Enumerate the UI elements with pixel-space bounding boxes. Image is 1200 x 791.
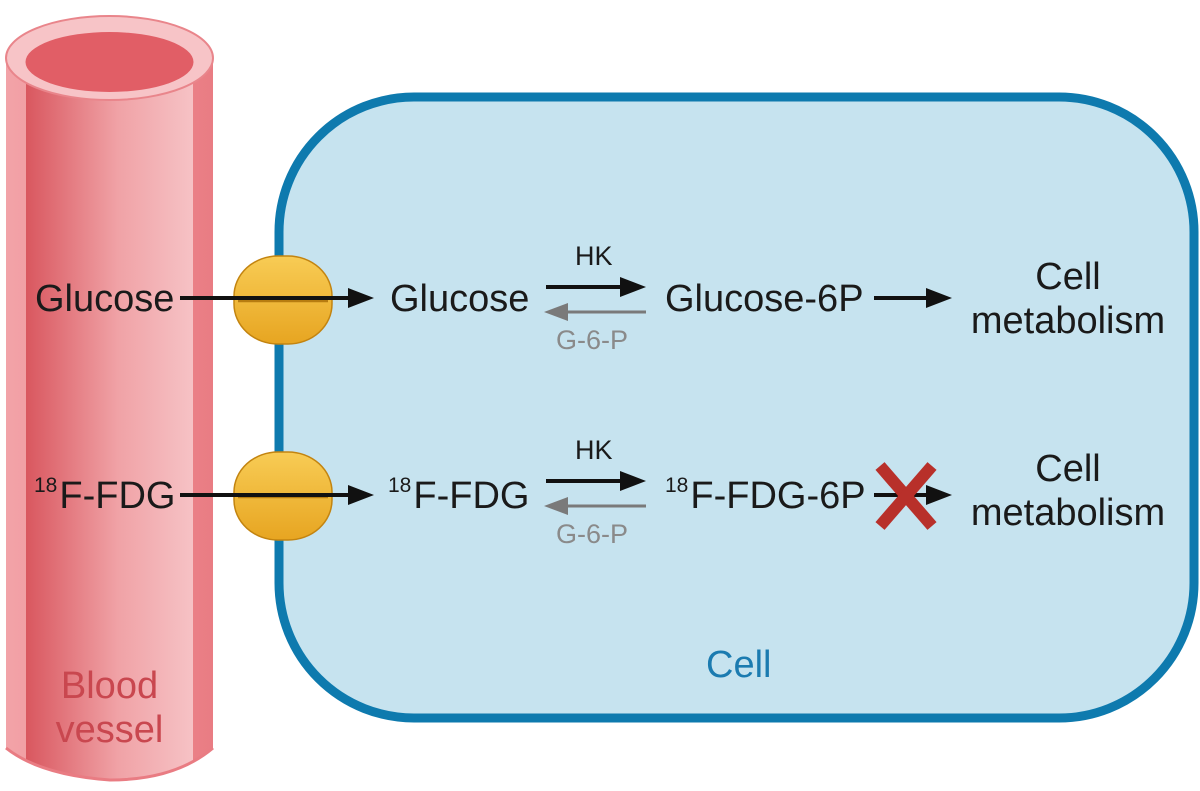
row1-metabolism-arrow bbox=[874, 288, 952, 308]
row2-product-isotope: 18 bbox=[665, 474, 689, 497]
row2-outside-text: F-FDG bbox=[59, 475, 176, 517]
row2-reverse-enzyme: G-6-P bbox=[556, 519, 629, 549]
row1-inside-label: Glucose bbox=[390, 278, 530, 320]
row2-fate-label: Cell metabolism bbox=[963, 447, 1173, 535]
row2-outside-label: 18F-FDG bbox=[34, 474, 176, 517]
row2-inside-label: 18F-FDG bbox=[388, 474, 530, 517]
blood-vessel bbox=[5, 15, 214, 791]
row1-reverse-enzyme: G-6-P bbox=[556, 325, 629, 355]
row1-fate-line1: Cell bbox=[1035, 256, 1101, 298]
vessel-label: Blood vessel bbox=[26, 664, 193, 752]
row2-outside-isotope: 18 bbox=[34, 474, 58, 497]
row1-influx-arrow bbox=[180, 288, 374, 308]
row1-product-label: Glucose-6P bbox=[665, 278, 864, 320]
row2-hk-arrow bbox=[546, 471, 646, 491]
row2-inside-text: F-FDG bbox=[413, 475, 530, 517]
row1-fate-label: Cell metabolism bbox=[963, 255, 1173, 343]
row2-product-text: F-FDG-6P bbox=[690, 475, 866, 517]
row2-fate-line2: metabolism bbox=[970, 492, 1166, 535]
cell-body bbox=[274, 92, 1199, 723]
row1-g6p-arrow bbox=[544, 303, 646, 321]
block-x-icon bbox=[875, 462, 937, 530]
row2-fate-line1: Cell bbox=[1035, 448, 1101, 490]
row2-inside-isotope: 18 bbox=[388, 474, 412, 497]
cell-label: Cell bbox=[706, 644, 772, 686]
row1-outside-label: Glucose bbox=[35, 278, 175, 320]
vessel-label-line2: vessel bbox=[55, 709, 164, 752]
row1-fate-line2: metabolism bbox=[970, 300, 1166, 343]
row2-product-label: 18F-FDG-6P bbox=[665, 474, 866, 517]
row2-forward-enzyme: HK bbox=[575, 435, 613, 465]
vessel-label-line1: Blood bbox=[60, 665, 159, 707]
row1-hk-arrow bbox=[546, 277, 646, 297]
row2-influx-arrow bbox=[180, 485, 374, 505]
row1-forward-enzyme: HK bbox=[575, 241, 613, 271]
row2-g6p-arrow bbox=[544, 497, 646, 515]
